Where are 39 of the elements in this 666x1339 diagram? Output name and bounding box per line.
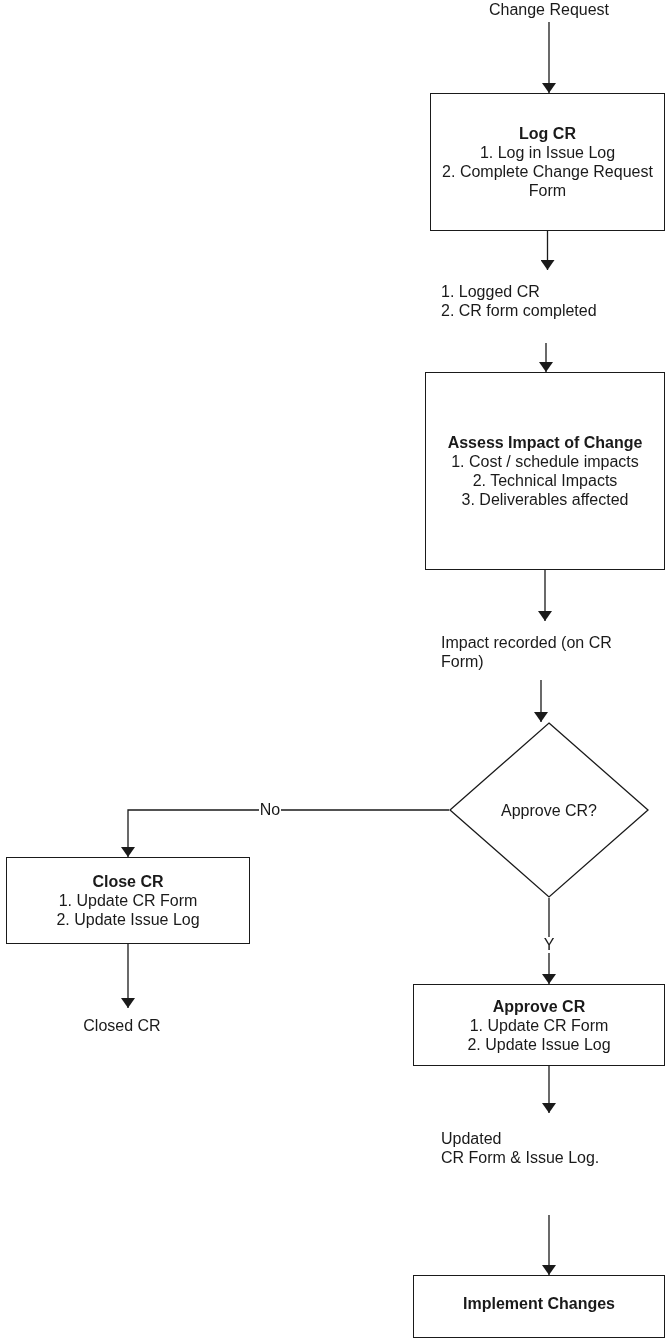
arrow <box>542 897 556 985</box>
arrow <box>539 342 553 373</box>
arrow <box>538 569 552 622</box>
arrow <box>540 230 555 271</box>
arrow <box>534 679 548 723</box>
arrow <box>542 1214 556 1276</box>
arrow <box>121 809 450 858</box>
flow-text: Change Request <box>487 0 611 19</box>
decision-text: Approve CR? <box>500 800 597 820</box>
process-box <box>425 372 665 570</box>
edge-label: Y <box>542 937 556 953</box>
process-box <box>430 93 665 231</box>
box-item: 2. Update Issue Log <box>467 1034 611 1054</box>
edge-label: No <box>258 802 282 818</box>
box-item: 3. Deliverables affected <box>461 490 629 509</box>
flow-text: Impact recorded (on CR Form) <box>441 633 613 671</box>
box-item: 2. Technical Impacts <box>472 471 618 490</box>
process-box <box>413 984 665 1066</box>
box-heading: Approve CR <box>492 996 586 1016</box>
process-box <box>413 1275 665 1338</box>
box-heading: Implement Changes <box>463 1294 615 1313</box>
arrow <box>542 21 556 94</box>
box-item: 1. Update CR Form <box>58 891 198 910</box>
flow-text: 2. CR form completed <box>441 301 598 320</box>
flow-text: Closed CR <box>82 1016 162 1035</box>
flow-text: 1. Logged CR <box>441 282 541 301</box>
box-heading: Close CR <box>92 872 164 891</box>
flow-text: CR Form & Issue Log. <box>441 1148 601 1167</box>
arrow <box>121 943 135 1009</box>
process-box <box>6 857 250 944</box>
box-heading: Assess Impact of Change <box>447 433 643 452</box>
box-item: 1. Log in Issue Log <box>479 143 616 162</box>
box-item: 2. Update Issue Log <box>56 910 200 929</box>
flow-text: Updated <box>441 1129 503 1148</box>
box-item: 1. Cost / schedule impacts <box>451 452 639 471</box>
box-heading: Log CR <box>519 124 576 143</box>
arrow <box>542 1065 556 1114</box>
box-item: 2. Complete Change Request Form <box>441 162 654 200</box>
box-item: 1. Update CR Form <box>469 1015 609 1035</box>
